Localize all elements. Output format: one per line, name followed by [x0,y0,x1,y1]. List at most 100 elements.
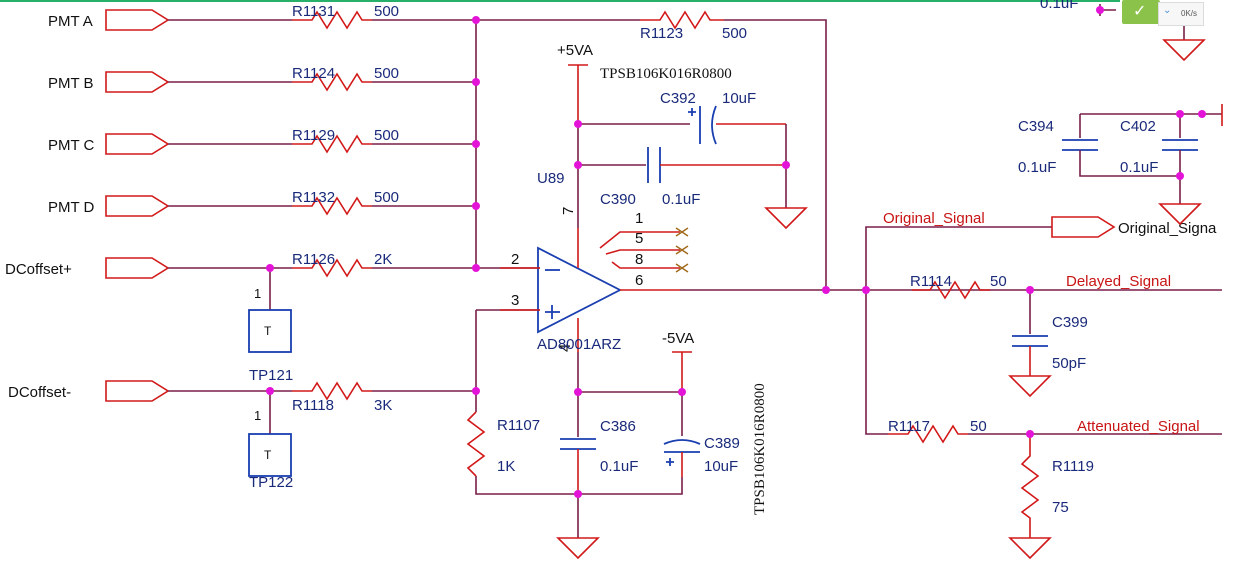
port-dcoffset-plus [105,257,170,279]
c402-ref: C402 [1120,118,1156,135]
c386-ref: C386 [600,418,636,435]
opamp-pin-8: 8 [635,251,643,268]
input-resistor-bodies [292,10,724,401]
top-accent-line [0,0,1120,2]
port-pmt-d [105,195,170,217]
port-pmt-c [105,133,170,155]
c399-ref: C399 [1052,314,1088,331]
network-speed-widget[interactable]: ⌄ 0K/s [1158,2,1204,26]
capacitor-c386 [560,392,596,494]
output-wires [680,226,1222,435]
port-pmt-a [105,9,170,31]
c390-ref: C390 [600,191,636,208]
port-label-pmt-d: PMT D [48,199,95,216]
opamp-pin-3: 3 [511,292,519,309]
net-delayed-signal: Delayed_Signal [1066,273,1171,290]
opamp-part: AD8001ARZ [537,336,621,353]
r1123-value: 500 [722,25,747,42]
ground-symbol-2 [556,494,600,560]
r1126-value: 2K [374,251,392,268]
c392-ref: C392 [660,90,696,107]
tp121-pin: 1 [254,286,261,301]
capacitor-c389 [663,392,701,477]
tp122-pin: 1 [254,408,261,423]
resistor-r1117 [888,424,968,444]
c394-value: 0.1uF [1018,159,1056,176]
r1117-value: 50 [970,418,987,435]
c389-value: 10uF [704,458,738,475]
r1129-value: 500 [374,127,399,144]
port-label-dcoffset-minus: DCoffset- [8,384,71,401]
net-attenuated-signal: Attenuated_Signal [1077,418,1200,435]
opamp-pin-5: 5 [635,230,643,247]
capacitor-c390 [578,124,787,208]
supply-pos [568,64,588,228]
test-point-tp122 [248,433,292,477]
r1124-ref: R1124 [292,65,335,82]
r1131-value: 500 [374,3,399,20]
port-pmt-b [105,71,170,93]
tp121-glyph: T [264,324,272,338]
supply-neg [577,351,692,393]
opamp-pin-2: 2 [511,251,519,268]
c394-ref: C394 [1018,118,1054,135]
r1114-value: 50 [990,273,1007,290]
port-label-dcoffset-plus: DCoffset+ [5,261,72,278]
resistor-r1107 [466,411,486,477]
r1117-ref: R1117 [888,418,930,435]
r1118-value: 3K [374,397,392,414]
r1129-ref: R1129 [292,127,335,144]
c392-value: 10uF [722,90,756,107]
r1132-value: 500 [374,189,399,206]
opamp-ref: U89 [537,170,565,187]
tp122-glyph: T [264,448,272,462]
no-connect-marks [675,227,689,273]
junction-dots [266,6,1206,498]
port-dcoffset-minus [105,380,170,402]
opamp-pin-7: 7 [560,207,577,215]
r1124-value: 500 [374,65,399,82]
opamp-pin-1: 1 [635,210,643,227]
c389-ref: C389 [704,435,740,452]
resistor-r1119 [1008,434,1052,560]
test-point-tp121 [248,309,292,353]
c392-part: TPSB106K016R0800 [600,66,732,82]
port-label-original: Original_Signa [1118,220,1217,237]
speed-value: 0K/s [1181,9,1198,18]
port-label-pmt-a: PMT A [48,13,93,30]
opamp-pin-4: 4 [557,344,574,352]
c399-value: 50pF [1052,355,1086,372]
ground-symbol-1 [764,207,808,230]
opamp-u89 [500,228,680,352]
r1119-value: 75 [1052,499,1069,516]
r1107-value: 1K [497,458,515,475]
r1132-ref: R1132 [292,189,335,206]
supply-neg-label: -5VA [662,330,694,347]
opamp-pin-6: 6 [635,272,643,289]
c390-value: 0.1uF [662,191,700,208]
r1131-ref: R1131 [292,3,335,20]
port-label-pmt-b: PMT B [48,75,94,92]
capacitor-c399 [1008,290,1052,398]
capacitor-c392 [578,105,786,145]
resistor-r1114 [912,280,990,300]
chevron-down-icon[interactable]: ⌄ [1163,5,1172,16]
r1114-ref: R1114 [910,273,952,290]
r1123-ref: R1123 [640,25,683,42]
c386-value: 0.1uF [600,458,638,475]
net-original-signal: Original_Signal [883,210,985,227]
c402-value: 0.1uF [1120,159,1158,176]
port-original-signal [1051,216,1116,238]
supply-pos-label: +5VA [557,42,593,59]
check-icon: ✓ [1133,1,1147,20]
r1107-ref: R1107 [497,417,540,434]
partial-top-label: 0.1uF [1040,0,1078,12]
r1119-ref: R1119 [1052,458,1094,475]
r1118-ref: R1118 [292,397,334,414]
tp122-ref: TP122 [249,474,293,491]
r1126-ref: R1126 [292,251,335,268]
c389-part: TPSB106K016R0800 [752,383,768,515]
port-label-pmt-c: PMT C [48,137,95,154]
tp121-ref: TP121 [249,367,293,384]
